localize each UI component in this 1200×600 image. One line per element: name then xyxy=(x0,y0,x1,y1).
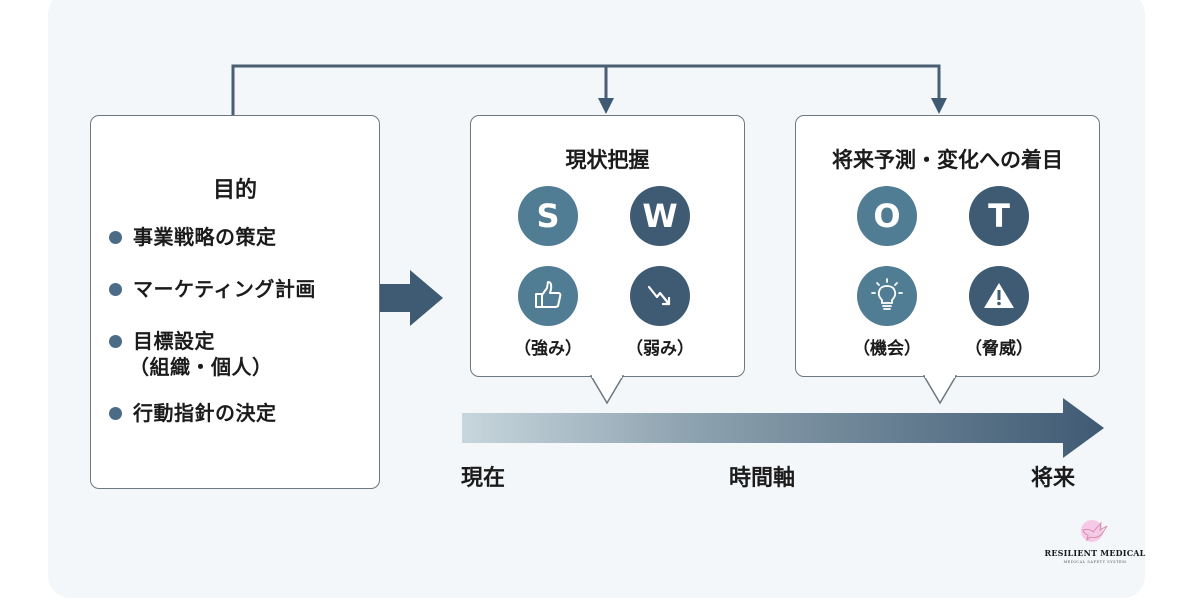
warning-icon xyxy=(969,266,1029,326)
purpose-item-text: 目標設定 xyxy=(133,329,215,353)
purpose-list: 事業戦略の策定 マーケティング計画 目標設定 （組織・個人） 行動指針の決定 xyxy=(109,224,316,452)
strength-letter: S xyxy=(536,197,560,235)
bracket-connector xyxy=(231,64,941,115)
purpose-item-subtext: （組織・個人） xyxy=(129,355,273,379)
callout-pointer xyxy=(923,375,957,405)
purpose-item: 行動指針の決定 xyxy=(109,400,316,426)
opportunity-letter-circle: O xyxy=(857,186,917,246)
bullet-icon xyxy=(109,407,122,420)
thumbs-up-icon xyxy=(518,266,578,326)
purpose-item-text: マーケティング計画 xyxy=(133,277,316,301)
weakness-label: （弱み） xyxy=(626,339,694,359)
purpose-item: 目標設定 （組織・個人） xyxy=(109,328,316,380)
future-forecast-title: 将来予測・変化への着目 xyxy=(832,148,1063,172)
brand-logo: RESILIENT MEDICAL MEDICAL SAFETY SYSTEM xyxy=(1040,518,1150,564)
purpose-item: 事業戦略の策定 xyxy=(109,224,316,250)
trend-down-icon xyxy=(630,266,690,326)
threat-letter-circle: T xyxy=(969,186,1029,246)
bullet-icon xyxy=(109,335,122,348)
purpose-title: 目的 xyxy=(212,178,257,203)
strength-label: （強み） xyxy=(514,339,582,359)
dove-icon xyxy=(1081,520,1108,542)
current-state-callout: 現状把握 xyxy=(470,115,745,377)
brand-name: RESILIENT MEDICAL xyxy=(1044,548,1146,558)
threat-label: （脅威） xyxy=(965,339,1033,359)
lightbulb-icon xyxy=(857,266,917,326)
opportunity-label: （機会） xyxy=(853,339,921,359)
bullet-icon xyxy=(109,231,122,244)
weakness-letter-circle: W xyxy=(630,186,690,246)
purpose-to-analysis-arrow xyxy=(380,270,443,326)
purpose-item-text: 事業戦略の策定 xyxy=(133,225,277,249)
arrow-down-to-future-forecast xyxy=(931,98,947,114)
timeline-axis-label: 時間軸 xyxy=(729,466,796,491)
strength-letter-circle: S xyxy=(518,186,578,246)
brand-tagline: MEDICAL SAFETY SYSTEM xyxy=(1063,560,1127,564)
opportunity-letter: O xyxy=(873,197,901,235)
timeline-arrow xyxy=(462,398,1104,458)
timeline-end-label: 将来 xyxy=(1031,466,1076,491)
purpose-box: 目的 事業戦略の策定 マーケティング計画 目標設定 （組織・個人） 行動指針の決… xyxy=(90,115,380,489)
purpose-item: マーケティング計画 xyxy=(109,276,316,302)
bullet-icon xyxy=(109,283,122,296)
weakness-letter: W xyxy=(642,197,678,235)
purpose-item-text: 行動指針の決定 xyxy=(133,401,277,425)
arrow-down-to-current-state xyxy=(598,98,614,114)
threat-letter: T xyxy=(988,197,1010,235)
timeline-start-label: 現在 xyxy=(461,466,506,491)
callout-pointer xyxy=(590,375,624,405)
current-state-title: 現状把握 xyxy=(565,148,650,172)
